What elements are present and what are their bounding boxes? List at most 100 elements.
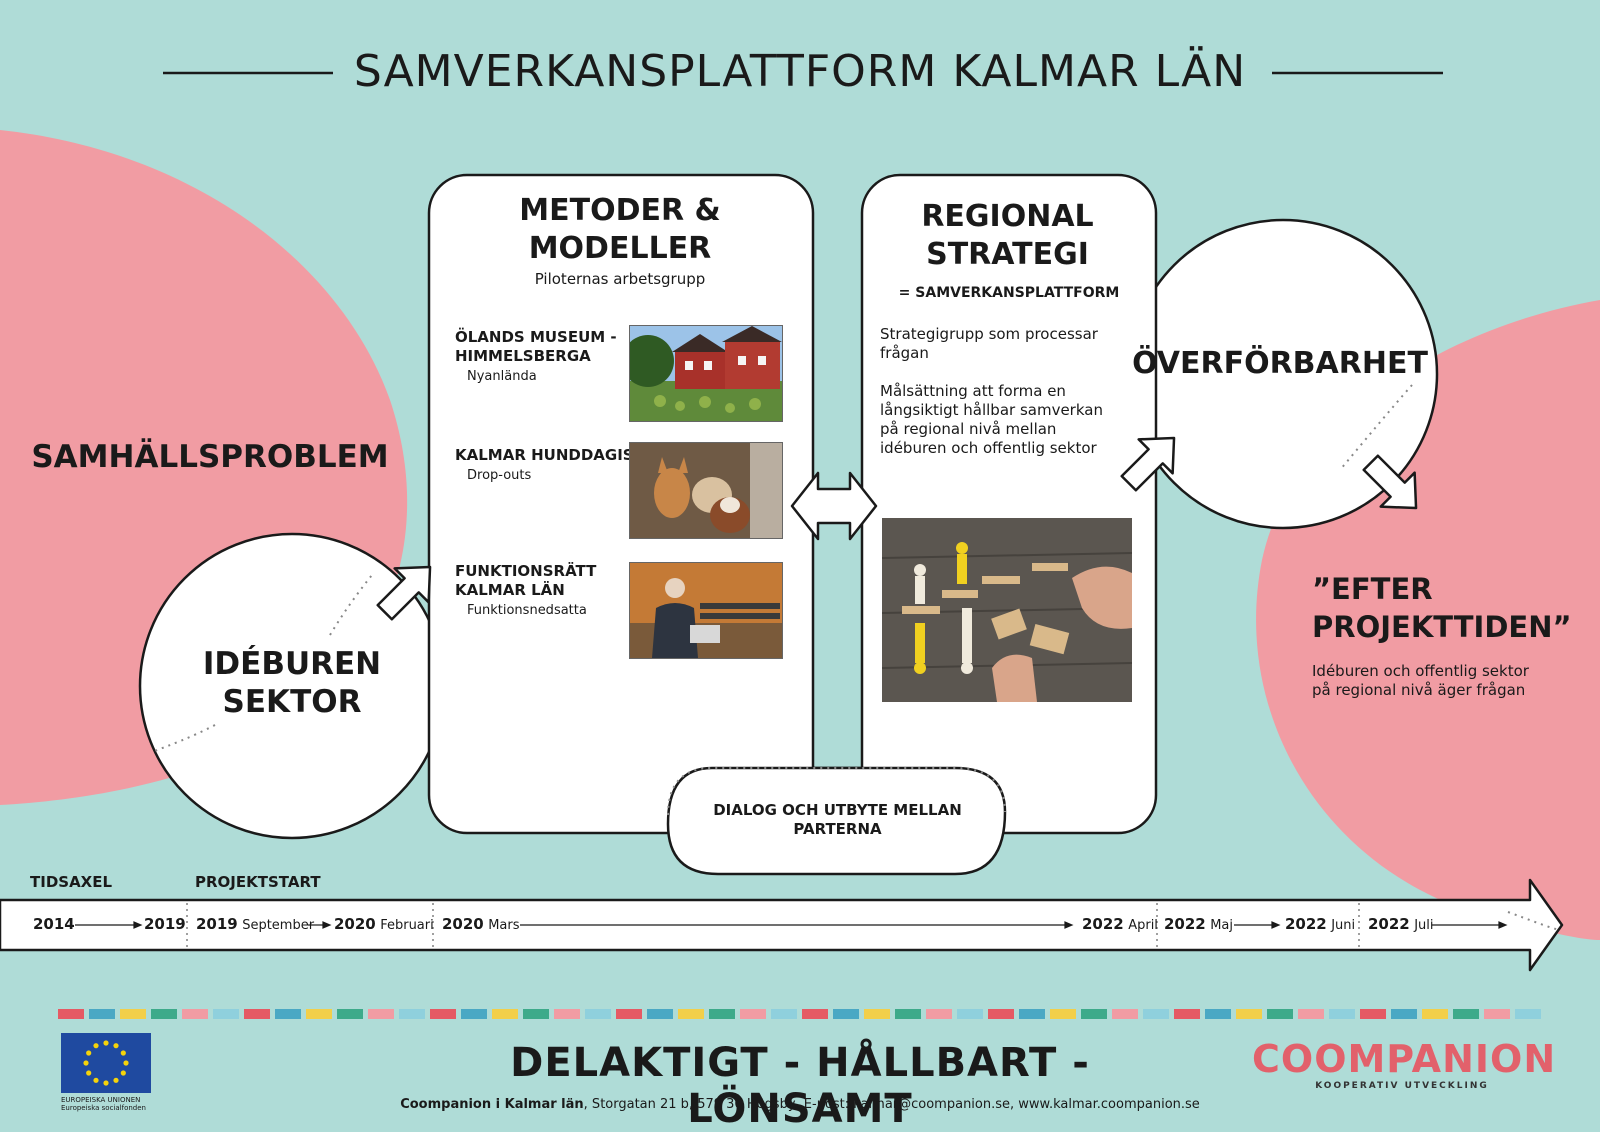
strip-segment [1391, 1009, 1417, 1019]
eu-caption-line1: EUROPEISKA UNIONEN [61, 1096, 141, 1104]
eu-star-icon [120, 1050, 126, 1056]
eu-star-icon [123, 1060, 129, 1066]
list-item: KALMAR HUNDDAGIS Drop-outs [455, 446, 635, 483]
strip-segment [864, 1009, 890, 1019]
item-subtitle: Funktionsnedsatta [467, 603, 587, 618]
eu-star-icon [113, 1077, 119, 1083]
samhallsproblem-label: SAMHÄLLSPROBLEM [31, 439, 389, 475]
strip-segment [1019, 1009, 1045, 1019]
list-item: ÖLANDS MUSEUM - HIMMELSBERGA Nyanlända [455, 328, 625, 384]
strip-segment [399, 1009, 425, 1019]
up-right-arrow-icon [376, 565, 432, 621]
timeline-date: 2022 Juni [1285, 915, 1356, 933]
strip-segment [616, 1009, 642, 1019]
metoder-title: METODER & MODELLER [519, 193, 721, 266]
strip-segment [1236, 1009, 1262, 1019]
strip-segment [1205, 1009, 1231, 1019]
eu-star-icon [103, 1080, 109, 1086]
footer-slogan: DELAKTIGT - HÅLLBART - LÖNSAMT [510, 1040, 1090, 1132]
regional-text-2: Målsättning att forma en långsiktigt hål… [880, 382, 1103, 457]
strip-segment [1112, 1009, 1138, 1019]
strip-segment [306, 1009, 332, 1019]
dialog-box [666, 766, 1007, 876]
dogs-photo [629, 442, 783, 539]
coompanion-tagline: KOOPERATIV UTVECKLING [1315, 1081, 1489, 1091]
eu-star-icon [93, 1043, 99, 1049]
ideburen-label: IDÉBUREN SEKTOR [202, 646, 382, 720]
double-arrow-icon [790, 471, 878, 541]
eu-caption: EUROPEISKA UNIONEN Europeiska socialfond… [61, 1096, 146, 1112]
timeline-start-label: PROJEKTSTART [195, 873, 321, 891]
strip-segment [244, 1009, 270, 1019]
strip-segment [523, 1009, 549, 1019]
strip-segment [368, 1009, 394, 1019]
contact-details: , Storgatan 21 b, 579 30 Högsby, E-post:… [583, 1097, 1200, 1112]
strip-segment [1422, 1009, 1448, 1019]
item-subtitle: Nyanlända [467, 369, 537, 384]
overforbarhet-label: ÖVERFÖRBARHET [1132, 346, 1428, 381]
strip-segment [492, 1009, 518, 1019]
strip-segment [1484, 1009, 1510, 1019]
strip-segment [275, 1009, 301, 1019]
strip-segment [1515, 1009, 1541, 1019]
timeline-date: 2014 [33, 915, 75, 933]
regional-text-1: Strategigrupp som processar frågan [880, 325, 1098, 362]
strip-segment [802, 1009, 828, 1019]
eu-star-icon [83, 1060, 89, 1066]
strip-segment [1298, 1009, 1324, 1019]
eu-flag-icon [61, 1033, 151, 1093]
regional-subtitle: = SAMVERKANSPLATTFORM [898, 285, 1120, 301]
strip-segment [151, 1009, 177, 1019]
strip-segment [1174, 1009, 1200, 1019]
item-title: ÖLANDS MUSEUM - HIMMELSBERGA [455, 328, 617, 365]
strip-segment [709, 1009, 735, 1019]
contact-name: Coompanion i Kalmar län [400, 1097, 584, 1112]
efter-text: Idéburen och offentlig sektor på regiona… [1312, 662, 1529, 699]
strip-segment [337, 1009, 363, 1019]
eu-star-icon [86, 1050, 92, 1056]
strip-segment [895, 1009, 921, 1019]
strip-segment [1081, 1009, 1107, 1019]
strip-segment [1143, 1009, 1169, 1019]
strip-segment [957, 1009, 983, 1019]
strip-segment [678, 1009, 704, 1019]
page-title: SAMVERKANSPLATTFORM KALMAR LÄN [353, 46, 1247, 97]
strip-segment [554, 1009, 580, 1019]
timeline-date: 2022 April [1082, 915, 1158, 933]
strip-segment [58, 1009, 84, 1019]
dialog-label: DIALOG OCH UTBYTE MELLAN PARTERNA [713, 801, 962, 838]
coompanion-logo: COOMPANION [1252, 1037, 1557, 1081]
list-item: FUNKTIONSRÄTT KALMAR LÄN Funktionsnedsat… [455, 562, 620, 618]
eu-star-icon [86, 1070, 92, 1076]
footer-contact: Coompanion i Kalmar län, Storgatan 21 b,… [300, 1097, 1300, 1112]
timeline-date: 2019 September [196, 915, 315, 933]
strip-segment [89, 1009, 115, 1019]
down-right-arrow-icon [1362, 454, 1418, 510]
strip-segment [120, 1009, 146, 1019]
timeline-axis-label: TIDSAXEL [30, 873, 113, 891]
timeline-date: 2020 Mars [442, 915, 520, 933]
timeline-date: 2022 Maj [1164, 915, 1233, 933]
strip-segment [461, 1009, 487, 1019]
strip-segment [647, 1009, 673, 1019]
up-right-arrow-icon [1120, 436, 1176, 492]
strip-segment [1050, 1009, 1076, 1019]
eu-star-icon [103, 1040, 109, 1046]
strip-segment [182, 1009, 208, 1019]
strategy-photo [882, 518, 1132, 702]
regional-title: REGIONAL STRATEGI [921, 199, 1094, 272]
strip-segment [430, 1009, 456, 1019]
timeline-date: 2020 Februari [334, 915, 434, 933]
museum-photo [629, 325, 783, 422]
timeline-date: 2019 [144, 915, 186, 933]
item-subtitle: Drop-outs [467, 468, 532, 483]
metoder-subtitle: Piloternas arbetsgrupp [534, 270, 706, 288]
eu-caption-line2: Europeiska socialfonden [61, 1104, 146, 1112]
strip-segment [1329, 1009, 1355, 1019]
item-title: FUNKTIONSRÄTT KALMAR LÄN [455, 562, 597, 599]
strip-segment [1360, 1009, 1386, 1019]
strip-segment [740, 1009, 766, 1019]
efter-title: ”EFTER PROJEKTTIDEN” [1312, 572, 1572, 644]
meeting-photo [629, 562, 783, 659]
